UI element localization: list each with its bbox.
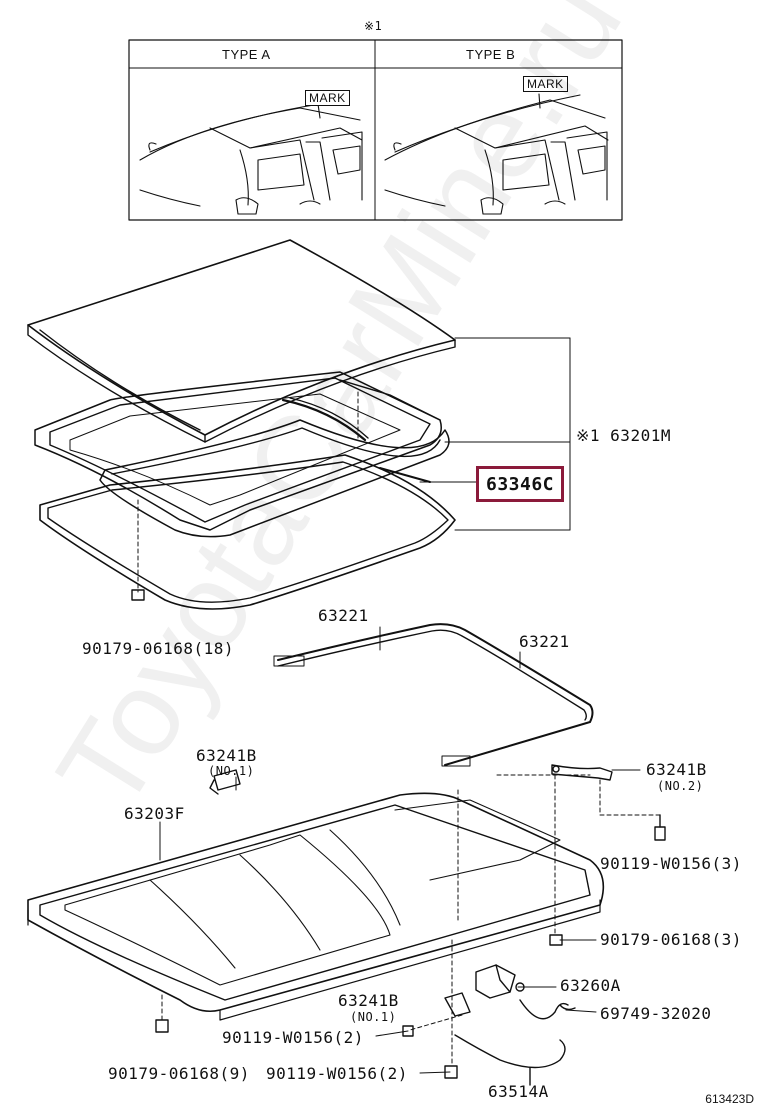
bolt-90119-2-drawing — [402, 1025, 458, 1079]
inset-frame — [128, 39, 623, 221]
diagram-code: 613423D — [705, 1092, 754, 1106]
part-label-69749[interactable]: 69749-32020 — [600, 1004, 712, 1023]
callout-bracket — [357, 337, 571, 531]
guide-lines — [161, 774, 661, 1066]
part-label-63241b-no1[interactable]: 63241B — [196, 746, 257, 765]
type-a-car-sketch — [139, 103, 363, 215]
mark-label-b: MARK — [523, 76, 568, 92]
seal-ring-drawing — [39, 454, 456, 610]
drip-channel-drawing — [273, 623, 594, 767]
part-label-90179-18[interactable]: 90179-06168(18) — [82, 639, 234, 658]
type-b-label: TYPE B — [466, 47, 516, 62]
bolt-90119-3-drawing — [654, 814, 666, 841]
bracket-63241b-no1-drawing — [209, 769, 241, 795]
part-label-63241b-no2[interactable]: 63241B — [646, 760, 707, 779]
part-label-90119-2a[interactable]: 90119-W0156(2) — [222, 1028, 364, 1047]
part-label-63346c-highlight[interactable]: 63346C — [476, 466, 564, 502]
part-sub-no2: (NO.2) — [657, 779, 704, 793]
clip-90179-18-drawing — [131, 499, 145, 601]
clip-90179-3-drawing — [549, 934, 563, 946]
part-sub-no1-a: (NO.1) — [208, 764, 255, 778]
part-label-90179-3[interactable]: 90179-06168(3) — [600, 930, 742, 949]
part-label-63514a[interactable]: 63514A — [488, 1082, 549, 1101]
sunroof-frame-drawing — [34, 371, 442, 531]
part-label-90119-2b[interactable]: 90119-W0156(2) — [266, 1064, 408, 1083]
part-label-63241b-c[interactable]: 63241B — [338, 991, 399, 1010]
roof-panel-drawing — [27, 239, 456, 443]
sunroof-housing-drawing — [27, 792, 605, 1021]
part-label-63201m[interactable]: ※1 63201M — [576, 426, 671, 445]
part-sub-no1-b: (NO.1) — [350, 1010, 397, 1024]
type-b-car-sketch — [384, 93, 609, 215]
type-a-label: TYPE A — [222, 47, 271, 62]
mark-label-a: MARK — [305, 90, 350, 106]
glass-weatherstrip-drawing — [99, 419, 450, 538]
part-label-63221-a[interactable]: 63221 — [318, 606, 369, 625]
clip-90179-9-drawing — [155, 1019, 169, 1033]
leader-lines — [235, 769, 641, 1074]
part-label-63221-b[interactable]: 63221 — [519, 632, 570, 651]
part-label-63203f[interactable]: 63203F — [124, 804, 185, 823]
part-label-90179-9[interactable]: 90179-06168(9) — [108, 1064, 250, 1083]
inset-note-symbol: ※1 — [364, 19, 383, 33]
cable-63514a-drawing — [454, 1034, 566, 1086]
motor-63260a-drawing — [475, 964, 525, 999]
bracket-63241b-no2-drawing — [551, 764, 613, 781]
part-label-63346c[interactable]: 63346C — [485, 473, 555, 495]
part-label-63260a[interactable]: 63260A — [560, 976, 621, 995]
cable-69749-drawing — [519, 999, 576, 1020]
bracket-63241b-c-drawing — [444, 992, 471, 1017]
part-label-90119-3[interactable]: 90119-W0156(3) — [600, 854, 742, 873]
